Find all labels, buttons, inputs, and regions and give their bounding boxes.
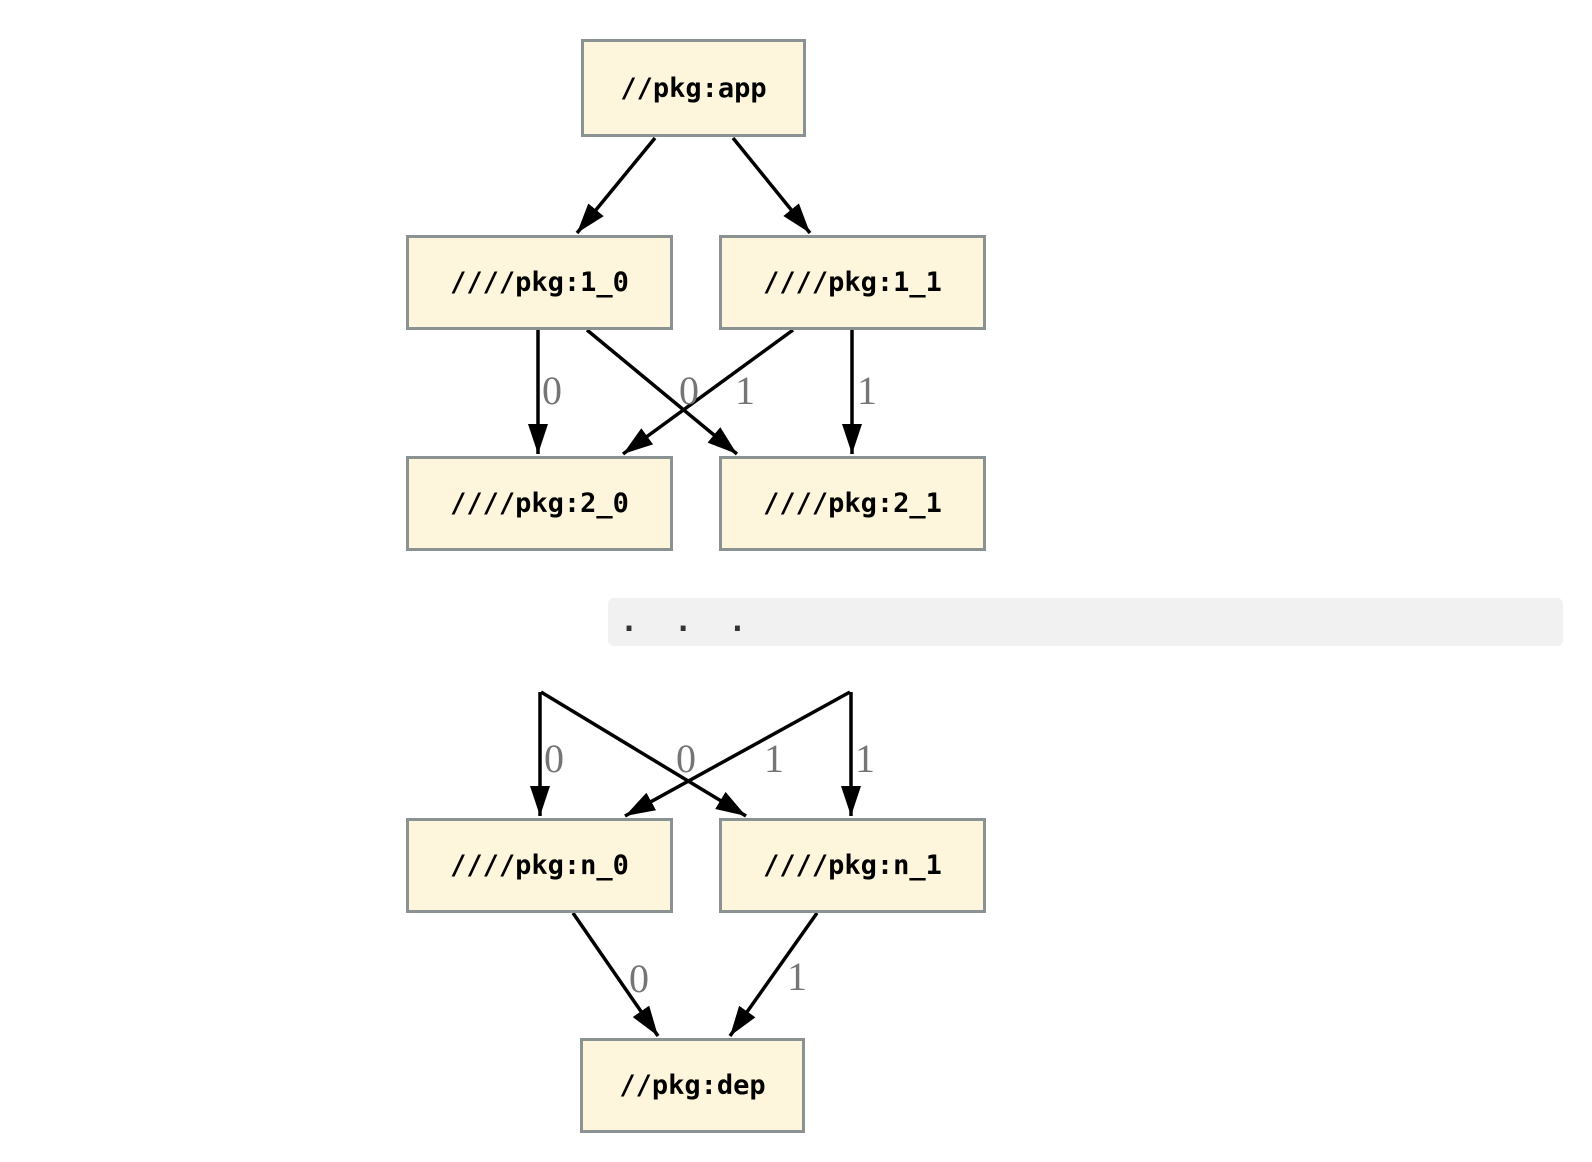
node-label: //pkg:dep bbox=[619, 1070, 766, 1101]
edge-label: 0 bbox=[542, 368, 562, 413]
node-label: ////pkg:n_1 bbox=[763, 850, 942, 881]
edge-n_0-to-dep bbox=[571, 912, 660, 1037]
edge-1_0-to-2_1 bbox=[585, 328, 739, 456]
node-label: ////pkg:2_1 bbox=[763, 488, 942, 519]
node-label: ////pkg:1_1 bbox=[763, 267, 942, 298]
node-label: ////pkg:1_0 bbox=[450, 267, 629, 298]
edge-label: 1 bbox=[787, 954, 807, 999]
edge-label: 1 bbox=[764, 736, 784, 781]
node-pkg-dep: //pkg:dep bbox=[580, 1038, 805, 1133]
edge-label: 0 bbox=[679, 368, 699, 413]
edge-label: 1 bbox=[857, 368, 877, 413]
node-label: ////pkg:2_0 bbox=[450, 488, 629, 519]
edge-dots-to-n_1-cross bbox=[540, 690, 747, 818]
node-pkg-2_1: ////pkg:2_1 bbox=[719, 456, 986, 551]
node-pkg-2_0: ////pkg:2_0 bbox=[406, 456, 673, 551]
edge-label: 0 bbox=[544, 736, 564, 781]
ellipsis-dots: . . . bbox=[620, 604, 747, 639]
edge-1_1-to-2_0 bbox=[621, 328, 795, 456]
edge-label: 0 bbox=[676, 736, 696, 781]
node-pkg-app: //pkg:app bbox=[581, 39, 806, 137]
edge-n_1-to-dep bbox=[728, 911, 819, 1038]
edge-label: 1 bbox=[855, 736, 875, 781]
edge-label: 0 bbox=[629, 956, 649, 1001]
edge-app-to-1_0 bbox=[575, 136, 657, 235]
node-pkg-1_0: ////pkg:1_0 bbox=[406, 235, 673, 330]
node-pkg-n_1: ////pkg:n_1 bbox=[719, 818, 986, 913]
edge-app-to-1_1 bbox=[731, 136, 812, 235]
edge-label: 1 bbox=[735, 368, 755, 413]
node-pkg-1_1: ////pkg:1_1 bbox=[719, 235, 986, 330]
node-label: ////pkg:n_0 bbox=[450, 850, 629, 881]
edge-dots-to-n_0-cross bbox=[624, 690, 851, 818]
collapsed-section-bar: . . . bbox=[608, 598, 1563, 646]
node-pkg-n_0: ////pkg:n_0 bbox=[406, 818, 673, 913]
node-label: //pkg:app bbox=[620, 72, 767, 104]
